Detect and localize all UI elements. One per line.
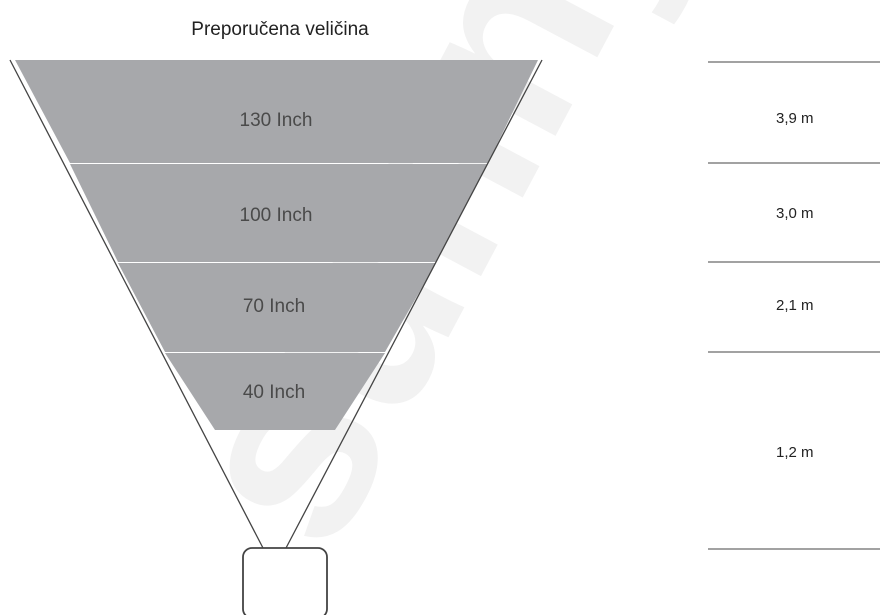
distance-label-70: 2,1 m <box>776 297 814 314</box>
screen-band-40 <box>165 353 385 430</box>
cone-right-line <box>285 59 543 549</box>
distance-label-130: 3,9 m <box>776 110 814 127</box>
screen-label-100: 100 Inch <box>240 205 313 226</box>
distance-label-100: 3,0 m <box>776 205 814 222</box>
screen-label-70: 70 Inch <box>243 296 305 317</box>
screen-label-40: 40 Inch <box>243 382 305 403</box>
projection-cone <box>9 59 543 549</box>
projector-box <box>242 547 328 615</box>
distance-scale <box>708 61 880 550</box>
distance-label-40: 1,2 m <box>776 444 814 461</box>
screen-band-130 <box>15 60 538 163</box>
screen-label-130: 130 Inch <box>240 110 313 131</box>
diagram-title: Preporučena veličina <box>191 19 369 40</box>
screen-stack <box>15 60 538 430</box>
screen-band-100 <box>70 164 488 262</box>
cone-left-line <box>9 59 264 549</box>
screen-band-70 <box>118 263 436 352</box>
